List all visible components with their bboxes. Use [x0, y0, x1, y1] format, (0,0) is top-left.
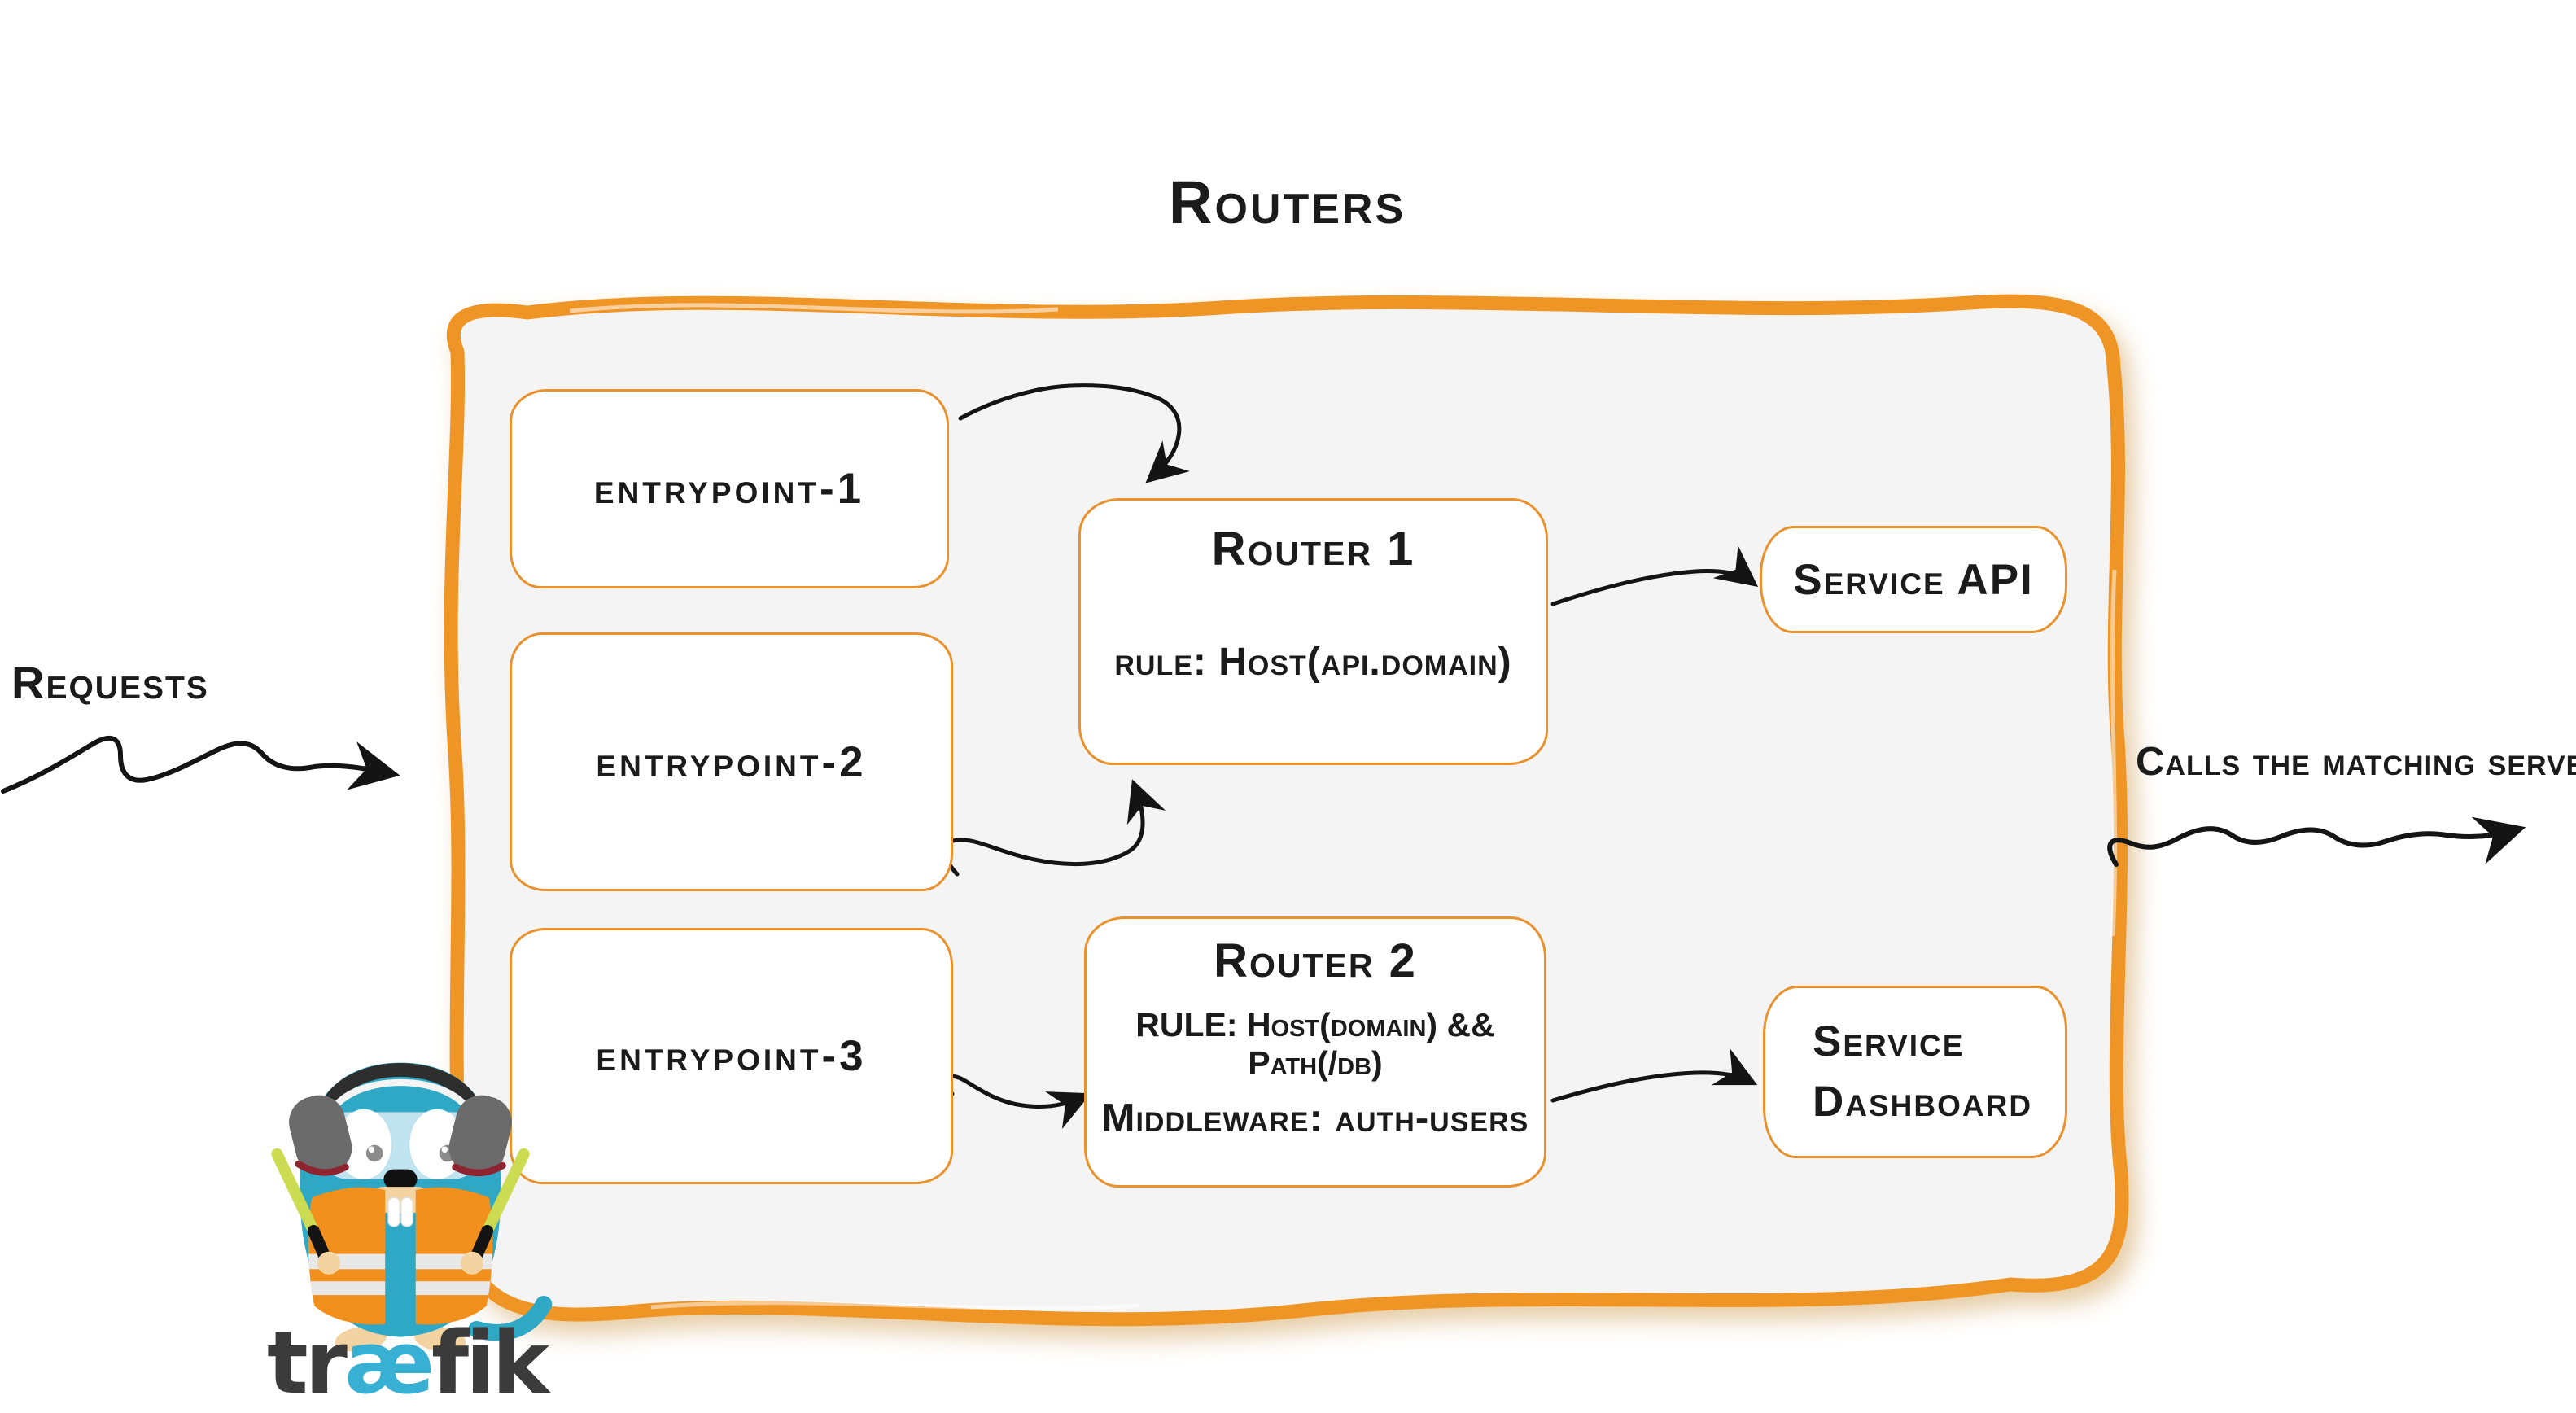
- gopher-nose: [383, 1169, 418, 1189]
- arrow-entrypoint1-to-router1: [958, 383, 1190, 483]
- gopher-tail: [468, 1296, 553, 1341]
- arrow-router2-to-service-dashboard: [1550, 1048, 1758, 1103]
- gopher-teeth: [387, 1196, 413, 1227]
- requests-arrow: [1, 735, 400, 794]
- service-api-label: Service API: [1793, 555, 2034, 604]
- router-1-rule: rule: Host(api.domain): [1114, 641, 1512, 684]
- gopher-vest: [308, 1187, 493, 1325]
- gopher-wand-right: [460, 1148, 530, 1275]
- router-2-title: Router 2: [1214, 934, 1417, 987]
- calls-label: Calls the matching server: [2136, 740, 2576, 784]
- service-dashboard-box: Service Dashboard: [1763, 986, 2067, 1158]
- service-api-box: Service API: [1760, 526, 2067, 633]
- entrypoint-2-box: entrypoint-2: [510, 632, 953, 891]
- wordmark-fik: fik: [431, 1313, 549, 1413]
- router-1-title: Router 1: [1211, 523, 1415, 575]
- router-2-rule: RULE: Host(domain) && Path(/db): [1135, 1006, 1495, 1082]
- brush-streak-top: [569, 303, 1059, 314]
- entrypoint-2-label: entrypoint-2: [596, 737, 867, 786]
- gopher-headphones-icon: [289, 1063, 512, 1177]
- router-1-box: Router 1 rule: Host(api.domain): [1078, 498, 1548, 765]
- brush-streak-bottom: [650, 1301, 1140, 1310]
- entrypoint-3-label: entrypoint-3: [596, 1032, 867, 1080]
- traefik-wordmark: træfik: [267, 1320, 549, 1406]
- calls-arrow: [2107, 816, 2526, 867]
- router-2-box: Router 2 RULE: Host(domain) && Path(/db)…: [1084, 916, 1546, 1188]
- entrypoint-1-label: entrypoint-1: [593, 465, 865, 513]
- gopher-wand-left: [271, 1148, 341, 1275]
- arrow-router1-to-service-api: [1550, 545, 1759, 606]
- page-title: Routers: [1169, 168, 1406, 236]
- gopher-feet: [335, 1326, 466, 1352]
- requests-label: Requests: [11, 657, 209, 708]
- router-2-middleware: Middleware: auth-users: [1101, 1096, 1529, 1140]
- service-dashboard-label: Service Dashboard: [1813, 1017, 2033, 1126]
- entrypoint-3-box: entrypoint-3: [510, 928, 953, 1184]
- wordmark-tr: tr: [267, 1313, 348, 1413]
- entrypoint-1-box: entrypoint-1: [510, 389, 949, 588]
- wordmark-ae: æ: [343, 1313, 435, 1413]
- traefik-gopher-mascot: [271, 1062, 553, 1352]
- brush-streak-right: [2110, 569, 2118, 937]
